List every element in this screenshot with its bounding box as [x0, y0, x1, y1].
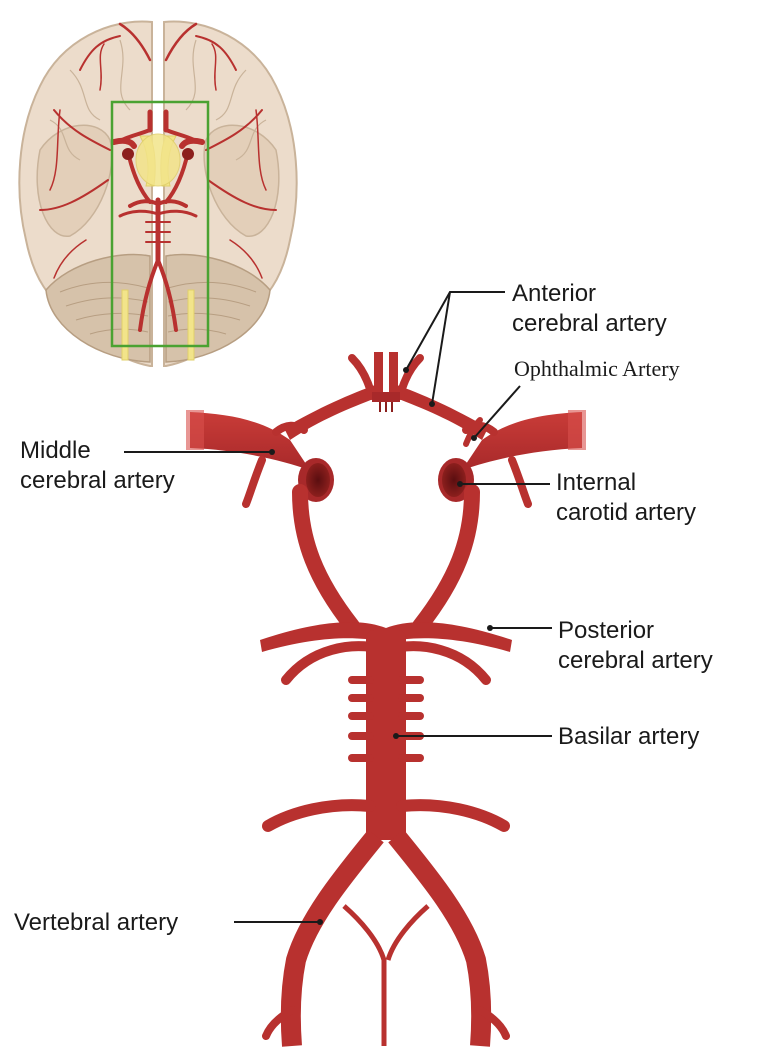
circle-of-willis — [186, 352, 586, 1046]
anterior-cerebral-artery-left — [284, 384, 378, 440]
anterior-communicating-artery — [372, 392, 400, 402]
label-vertebral-artery: Vertebral artery — [14, 909, 323, 936]
brain-inset — [19, 22, 296, 366]
anterior-label-line2: cerebral artery — [512, 310, 667, 337]
middle-label-line2: cerebral artery — [20, 467, 175, 494]
basilar-label: Basilar artery — [558, 723, 699, 750]
label-posterior-cerebral-artery: Posterior cerebral artery — [487, 617, 713, 674]
internal-label-line1: Internal — [556, 469, 636, 496]
label-internal-carotid-artery: Internal carotid artery — [457, 469, 696, 526]
middle-cerebral-artery-left — [190, 412, 310, 470]
posterior-label-line1: Posterior — [558, 617, 654, 644]
posterior-communicating-artery-right — [420, 492, 472, 626]
middle-label-line1: Middle — [20, 437, 91, 464]
label-anterior-cerebral-artery: Anterior cerebral artery — [403, 280, 667, 407]
posterior-label-line2: cerebral artery — [558, 647, 713, 674]
anterior-label-line1: Anterior — [512, 280, 596, 307]
vertebral-label: Vertebral artery — [14, 909, 178, 936]
vertebral-artery-right — [396, 836, 481, 1046]
vertebral-artery-left — [291, 836, 376, 1046]
posterior-communicating-artery-left — [300, 492, 352, 626]
internal-label-line2: carotid artery — [556, 499, 696, 526]
label-basilar-artery: Basilar artery — [393, 723, 699, 750]
ophthalmic-label: Ophthalmic Artery — [514, 356, 680, 381]
